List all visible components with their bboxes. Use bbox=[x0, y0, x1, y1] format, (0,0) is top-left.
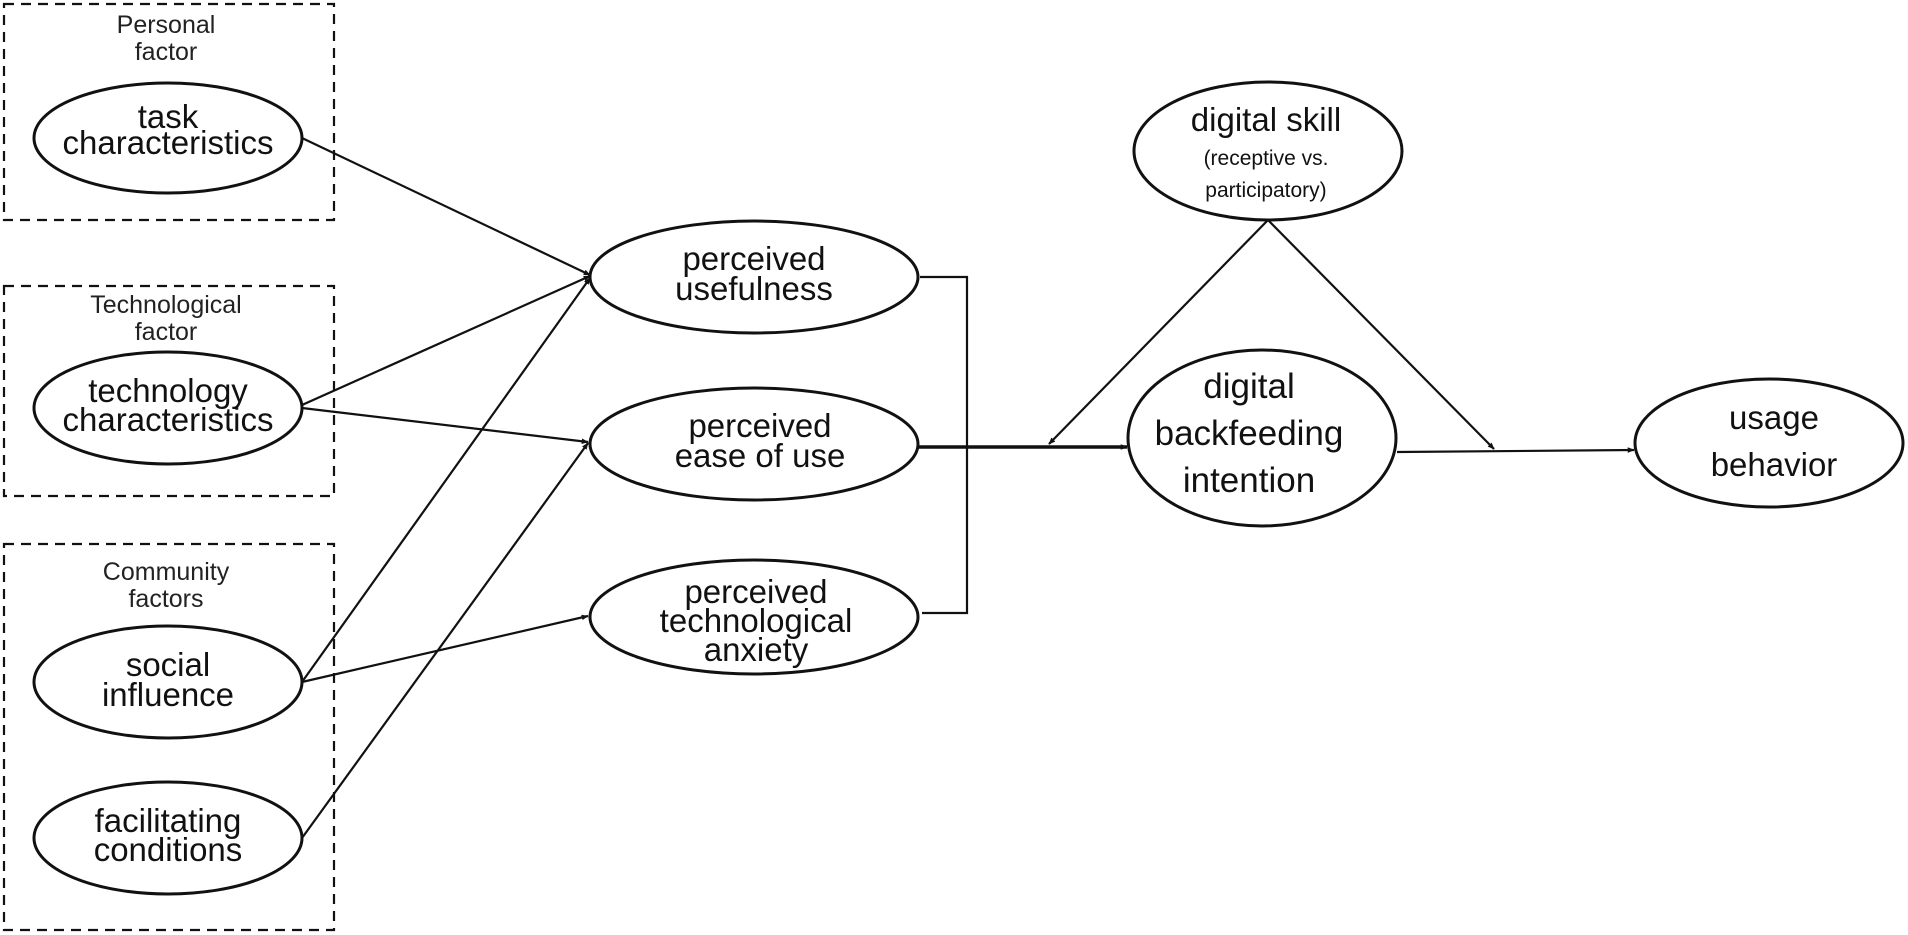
technology-label-line1: technology bbox=[88, 372, 248, 409]
usage-label-line1: usage bbox=[1729, 399, 1819, 436]
facilitating-conditions-node bbox=[32, 780, 304, 896]
arrow-facilitating-to-ease bbox=[301, 442, 589, 839]
arrow-social-to-usefulness bbox=[301, 277, 591, 683]
personal-factor-label-line1: Personal bbox=[117, 11, 216, 39]
task-characteristics-node bbox=[32, 81, 304, 195]
arrow-intention-to-usage bbox=[1396, 447, 1635, 454]
perceived-usefulness-node bbox=[588, 219, 920, 335]
usefulness-label-line2: usefulness bbox=[675, 270, 833, 307]
facilitating-label-line1: facilitating bbox=[95, 802, 242, 839]
anxiety-label-line2: technological bbox=[660, 602, 853, 639]
social-label-line1: social bbox=[126, 646, 210, 683]
arrow-technology-to-ease bbox=[301, 406, 589, 445]
community-factors-label-line1: Community bbox=[103, 558, 230, 586]
perceived-technological-anxiety-node bbox=[588, 558, 920, 676]
usage-behavior-node bbox=[1633, 377, 1905, 509]
community-factors-label-line2: factors bbox=[128, 585, 203, 613]
digital-backfeeding-intention-node bbox=[1126, 348, 1398, 528]
digital-skill-node bbox=[1132, 80, 1404, 222]
usage-label-line2: behavior bbox=[1711, 446, 1838, 483]
technology-characteristics-node bbox=[32, 350, 304, 466]
technological-factor-label-line2: factor bbox=[135, 318, 198, 346]
arrow-skill-moderates-perceptions-intention bbox=[1048, 219, 1269, 445]
facilitating-label-line2: conditions bbox=[94, 831, 243, 868]
skill-label-line1: digital skill bbox=[1191, 101, 1341, 138]
perceived-ease-of-use-node bbox=[588, 386, 920, 502]
arrow-task-to-usefulness bbox=[301, 137, 591, 276]
arrow-skill-moderates-intention-usage bbox=[1267, 219, 1495, 450]
arrow-technology-to-usefulness bbox=[301, 274, 591, 407]
arrow-social-to-anxiety bbox=[301, 614, 589, 684]
social-influence-node bbox=[32, 624, 304, 740]
usefulness-label-line1: perceived bbox=[682, 240, 825, 277]
intention-label-line1: digital bbox=[1203, 367, 1294, 406]
intention-label-line2: backfeeding bbox=[1155, 414, 1344, 453]
anxiety-label-line3: anxiety bbox=[704, 631, 809, 668]
task-label-line2: characteristics bbox=[63, 124, 274, 161]
intention-label-line3: intention bbox=[1183, 461, 1315, 500]
technology-label-line2: characteristics bbox=[63, 401, 274, 438]
task-label-line1: task bbox=[138, 98, 199, 135]
social-label-line2: influence bbox=[102, 676, 234, 713]
anxiety-label-line1: perceived bbox=[684, 573, 827, 610]
ease-label-line1: perceived bbox=[688, 407, 831, 444]
technological-factor-label-line1: Technological bbox=[90, 291, 242, 319]
skill-label-line2: (receptive vs. bbox=[1204, 147, 1329, 170]
skill-label-line3: participatory) bbox=[1205, 179, 1326, 202]
perceptions-bracket bbox=[920, 275, 969, 615]
personal-factor-label-line2: factor bbox=[135, 38, 198, 66]
ease-label-line2: ease of use bbox=[675, 437, 846, 474]
